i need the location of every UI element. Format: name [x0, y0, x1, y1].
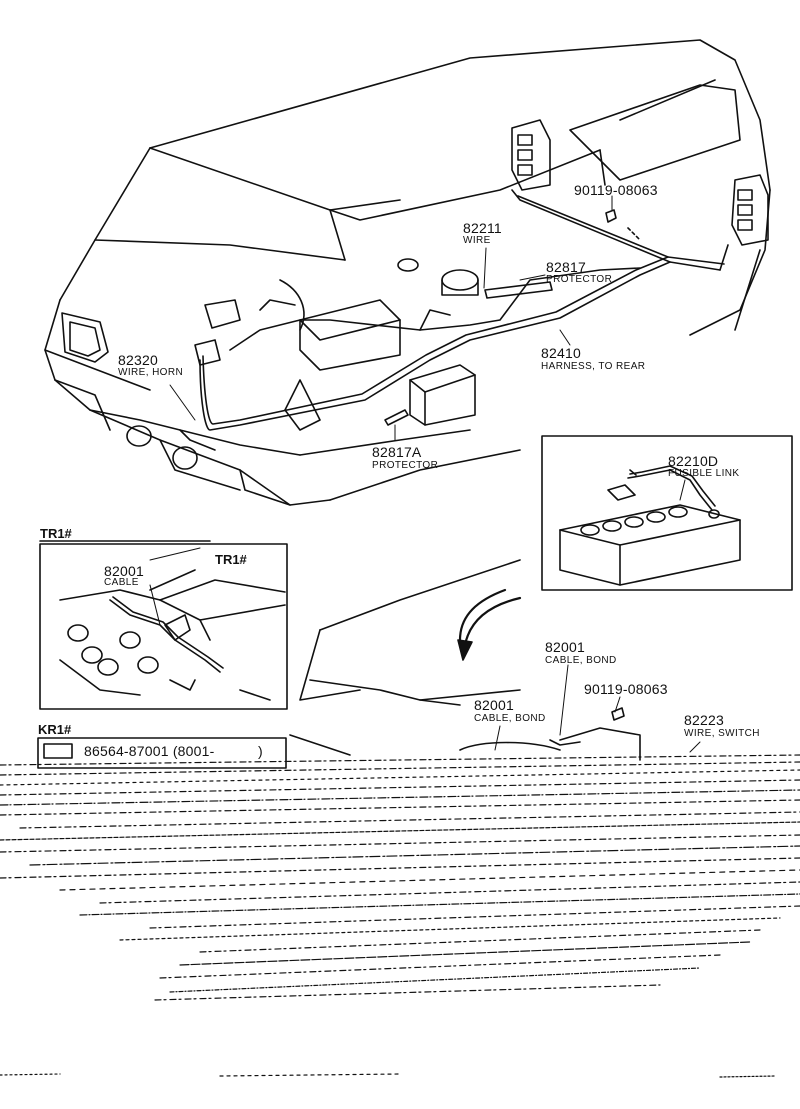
callout-number: 90119-08063 [574, 182, 658, 198]
bolt-drawing [605, 209, 641, 241]
lower-van-drawing [289, 559, 641, 761]
callout-number: 82211 [463, 220, 502, 236]
harness-wiring-drawing [179, 189, 729, 451]
callout-desc: WIRE, HORN [118, 367, 184, 378]
callout-desc: CABLE, BOND [545, 655, 617, 666]
protector-drawing [384, 281, 553, 426]
tr1-detail [39, 540, 288, 710]
kr1-part-number: 86564-87001 (8001- [84, 743, 215, 759]
callout-desc: PROTECTOR [546, 274, 613, 285]
callout-number: 82001 [474, 697, 514, 713]
callout-desc: FUSIBLE LINK [668, 468, 740, 479]
pointer-arrow [457, 588, 522, 661]
van-body-drawing [44, 39, 771, 506]
fusible-link-detail [541, 435, 793, 591]
callout-number: 90119-08063 [584, 681, 668, 697]
callout-number: 82320 [118, 352, 158, 368]
engine-compartment-drawing [194, 258, 479, 431]
leader-lines [149, 195, 701, 753]
kr1-part-close: ) [258, 743, 263, 759]
callout-desc: WIRE, SWITCH [684, 728, 760, 739]
callout-desc: CABLE [104, 577, 139, 588]
callout-desc: HARNESS, TO REAR [541, 361, 646, 372]
section-label-kr1: KR1# [38, 722, 72, 737]
rear-lamp-right-drawing [731, 174, 769, 246]
kr1-detail [37, 737, 287, 769]
callout-desc: CABLE, BOND [474, 713, 546, 724]
scan-noise [0, 754, 800, 1078]
callout-number: 82210D [668, 453, 719, 469]
callout-desc: WIRE [463, 235, 491, 246]
rear-lamp-left-drawing [511, 119, 551, 191]
callout-number: 82817A [372, 444, 422, 460]
callout-number: 82001 [104, 563, 144, 579]
callout-number: 82223 [684, 712, 724, 728]
section-label-tr1: TR1# [40, 526, 72, 541]
callout-number: 82001 [545, 639, 585, 655]
section-label-tr1-inner: TR1# [215, 552, 247, 567]
callout-desc: PROTECTOR [372, 460, 439, 471]
callout-number: 82817 [546, 259, 586, 275]
callout-number: 82410 [541, 345, 581, 361]
